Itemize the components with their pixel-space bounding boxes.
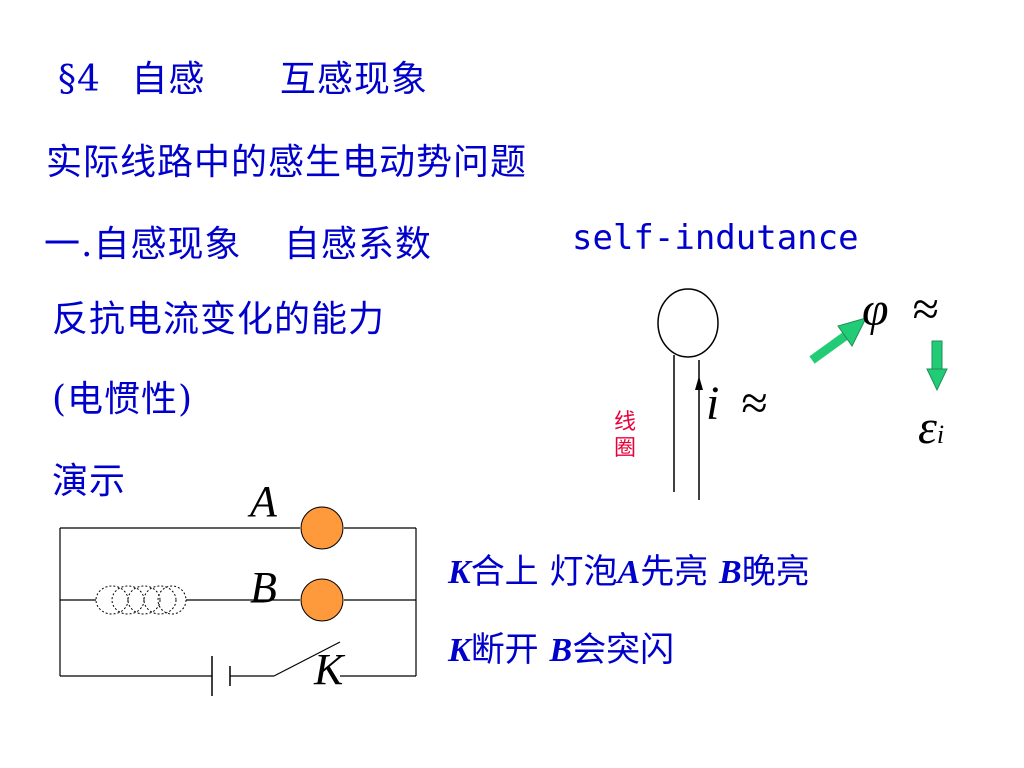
flux-symbol: φ xyxy=(862,283,889,336)
lamp-a xyxy=(300,506,344,550)
current-label: i ≈ xyxy=(706,376,768,431)
note1-t1: 合上 灯泡 xyxy=(470,552,618,592)
green-down-arrow-icon xyxy=(926,340,948,392)
note-line-1: K合上 灯泡A先亮 B晚亮 xyxy=(448,544,810,593)
left-line-3: 演示 xyxy=(52,461,127,502)
note1-a: A xyxy=(617,554,641,591)
heading-text-b: 自感系数 xyxy=(283,224,432,265)
lamp-b-label: B xyxy=(250,563,277,612)
section-title-b: 互感现象 xyxy=(279,59,428,100)
section-title-a: 自感 xyxy=(131,59,206,100)
inductor-coil-icon xyxy=(95,585,187,615)
note2-k: K xyxy=(448,632,471,669)
note1-t3: 晚亮 xyxy=(741,552,810,592)
lamp-b xyxy=(300,578,344,622)
note1-b: B xyxy=(719,554,742,591)
green-diagonal-arrow-icon xyxy=(809,317,867,364)
coil-loop xyxy=(657,288,719,358)
note2-b: B xyxy=(549,632,573,669)
coil-label: 线 圈 xyxy=(612,410,638,462)
lamp-a-label: A xyxy=(250,477,277,526)
note2-t2: 会突闪 xyxy=(572,630,675,670)
note1-t2: 先亮 xyxy=(640,552,719,592)
note1-k: K xyxy=(448,554,471,591)
flux-label: φ ≈ xyxy=(862,282,939,337)
emf-subscript: i xyxy=(936,420,945,449)
emf-label: εi xyxy=(918,400,944,455)
note-line-2: K断开 B会突闪 xyxy=(448,622,674,671)
note2-t1: 断开 xyxy=(470,630,550,670)
section-mark: §4 xyxy=(58,59,101,100)
left-line-2: (电惯性) xyxy=(52,379,194,420)
subtitle: 实际线路中的感生电动势问题 xyxy=(46,142,528,183)
current-arrow-icon xyxy=(695,376,703,390)
switch-blade xyxy=(273,641,341,677)
heading-text-a: 自感现象 xyxy=(93,224,242,265)
coil-label-char-2: 圈 xyxy=(613,436,636,461)
coil-label-char-1: 线 xyxy=(613,410,636,435)
flux-approx: ≈ xyxy=(912,283,939,336)
left-line-1: 反抗电流变化的能力 xyxy=(52,299,386,340)
emf-symbol: ε xyxy=(918,401,937,454)
current-symbol: i xyxy=(706,377,720,430)
heading: 一.自感现象 自感系数 xyxy=(44,215,432,267)
switch-label: K xyxy=(314,645,344,694)
heading-number: 一. xyxy=(44,224,94,265)
heading-english: self-indutance xyxy=(572,218,859,258)
current-approx: ≈ xyxy=(741,377,768,430)
section-title: §4 自感 互感现象 xyxy=(58,50,428,102)
